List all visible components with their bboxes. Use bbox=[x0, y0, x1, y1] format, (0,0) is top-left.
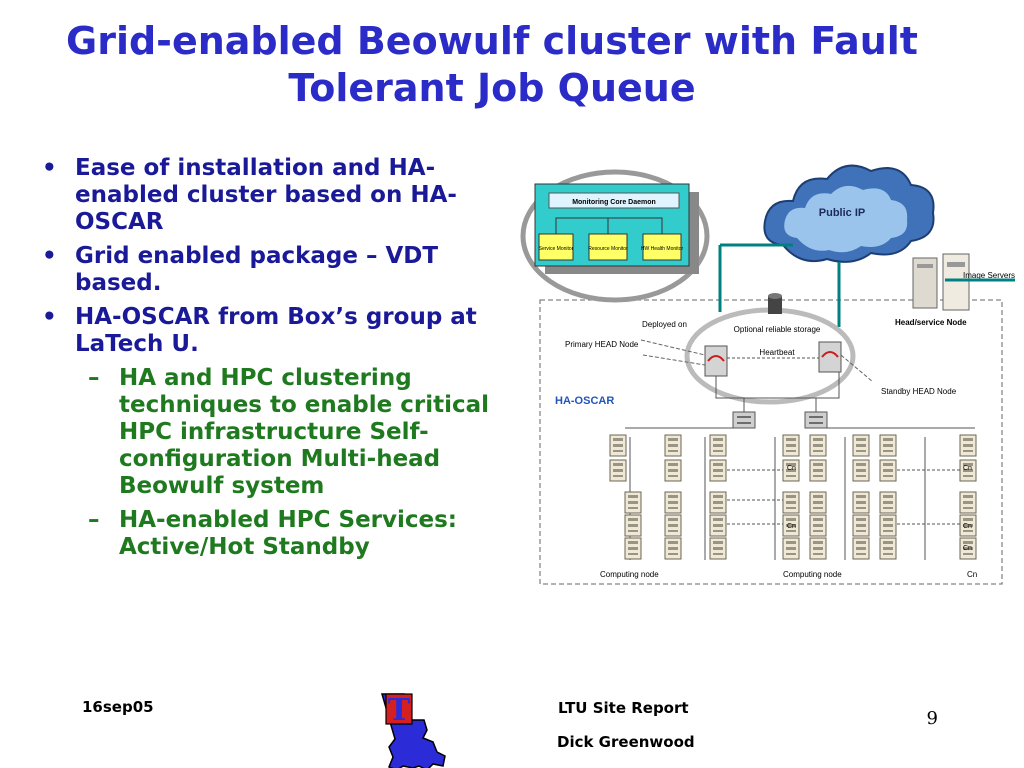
ha-oscar-diagram: Monitoring Core Daemon Service Monitor R… bbox=[520, 164, 1015, 585]
primary-head-label: Primary HEAD Node bbox=[565, 340, 639, 349]
image-servers-label: Image Servers bbox=[963, 271, 1015, 280]
footer-author: Dick Greenwood bbox=[557, 733, 695, 751]
bullet-item: • Ease of installation and HA-enabled cl… bbox=[30, 155, 515, 236]
subbullet-item: – HA-enabled HPC Services: Active/Hot St… bbox=[30, 507, 515, 561]
bullet-text: Grid enabled package – VDT based. bbox=[75, 243, 439, 296]
deployed-on-label: Deployed on bbox=[642, 320, 687, 329]
cn-label: Cn bbox=[967, 570, 977, 579]
cn-label: Cn bbox=[787, 523, 796, 530]
cn-label: Cn bbox=[787, 465, 796, 472]
standby-head-label: Standby HEAD Node bbox=[881, 387, 957, 396]
standby-head-text: Standby HEAD Node bbox=[881, 387, 957, 396]
heartbeat-label: Heartbeat bbox=[759, 348, 795, 357]
subbullet-item: – HA and HPC clustering techniques to en… bbox=[30, 365, 515, 500]
page-number: 9 bbox=[926, 708, 938, 729]
resource-monitor-label: Resource Monitor bbox=[588, 246, 628, 252]
monitor-title: Monitoring Core Daemon bbox=[572, 199, 656, 206]
footer-date: 16sep05 bbox=[82, 698, 154, 716]
bullet-text: HA-OSCAR from Box’s group at LaTech U. bbox=[75, 304, 477, 357]
public-ip-label: Public IP bbox=[819, 207, 865, 219]
bullet-item: • HA-OSCAR from Box’s group at LaTech U. bbox=[30, 304, 515, 358]
ha-oscar-frame bbox=[539, 299, 1003, 585]
dash-glyph: – bbox=[88, 507, 100, 533]
bullet-glyph: • bbox=[42, 243, 57, 269]
computing-node-label: Computing node bbox=[600, 570, 659, 579]
ha-oscar-label: HA-OSCAR bbox=[555, 395, 614, 407]
subbullet-text: HA-enabled HPC Services: Active/Hot Stan… bbox=[119, 507, 458, 560]
cn-label: Cn bbox=[963, 523, 972, 530]
footer-report: LTU Site Report bbox=[558, 699, 689, 717]
latech-logo: T bbox=[381, 693, 446, 768]
head-service-label: Head/service Node bbox=[895, 318, 967, 327]
slide-title: Grid-enabled Beowulf cluster with Fault … bbox=[30, 18, 954, 112]
monitor-ellipse bbox=[520, 169, 710, 303]
logo-letter: T bbox=[388, 693, 411, 728]
computing-node-label: Computing node bbox=[783, 570, 842, 579]
hw-health-monitor-label: HW Health Monitor bbox=[641, 246, 684, 252]
bullet-item: • Grid enabled package – VDT based. bbox=[30, 243, 515, 297]
bullet-glyph: • bbox=[42, 304, 57, 330]
bullet-list: • Ease of installation and HA-enabled cl… bbox=[30, 155, 515, 568]
title-line-2: Tolerant Job Queue bbox=[288, 66, 696, 110]
service-monitor-label: Service Monitor bbox=[539, 246, 574, 252]
dash-glyph: – bbox=[88, 365, 100, 391]
bullet-glyph: • bbox=[42, 155, 57, 181]
storage-label: Optional reliable storage bbox=[734, 325, 821, 334]
cn-label: Cn bbox=[963, 545, 972, 552]
bullet-text: Ease of installation and HA-enabled clus… bbox=[75, 155, 457, 235]
image-servers-text: Image Servers bbox=[963, 271, 1015, 280]
title-line-1: Grid-enabled Beowulf cluster with Fault bbox=[66, 19, 918, 63]
head-service-text: Head/service Node bbox=[895, 318, 967, 327]
cn-label: Cn bbox=[963, 465, 972, 472]
primary-head-text: Primary HEAD Node bbox=[565, 340, 639, 349]
subbullet-text: HA and HPC clustering techniques to enab… bbox=[119, 365, 490, 499]
